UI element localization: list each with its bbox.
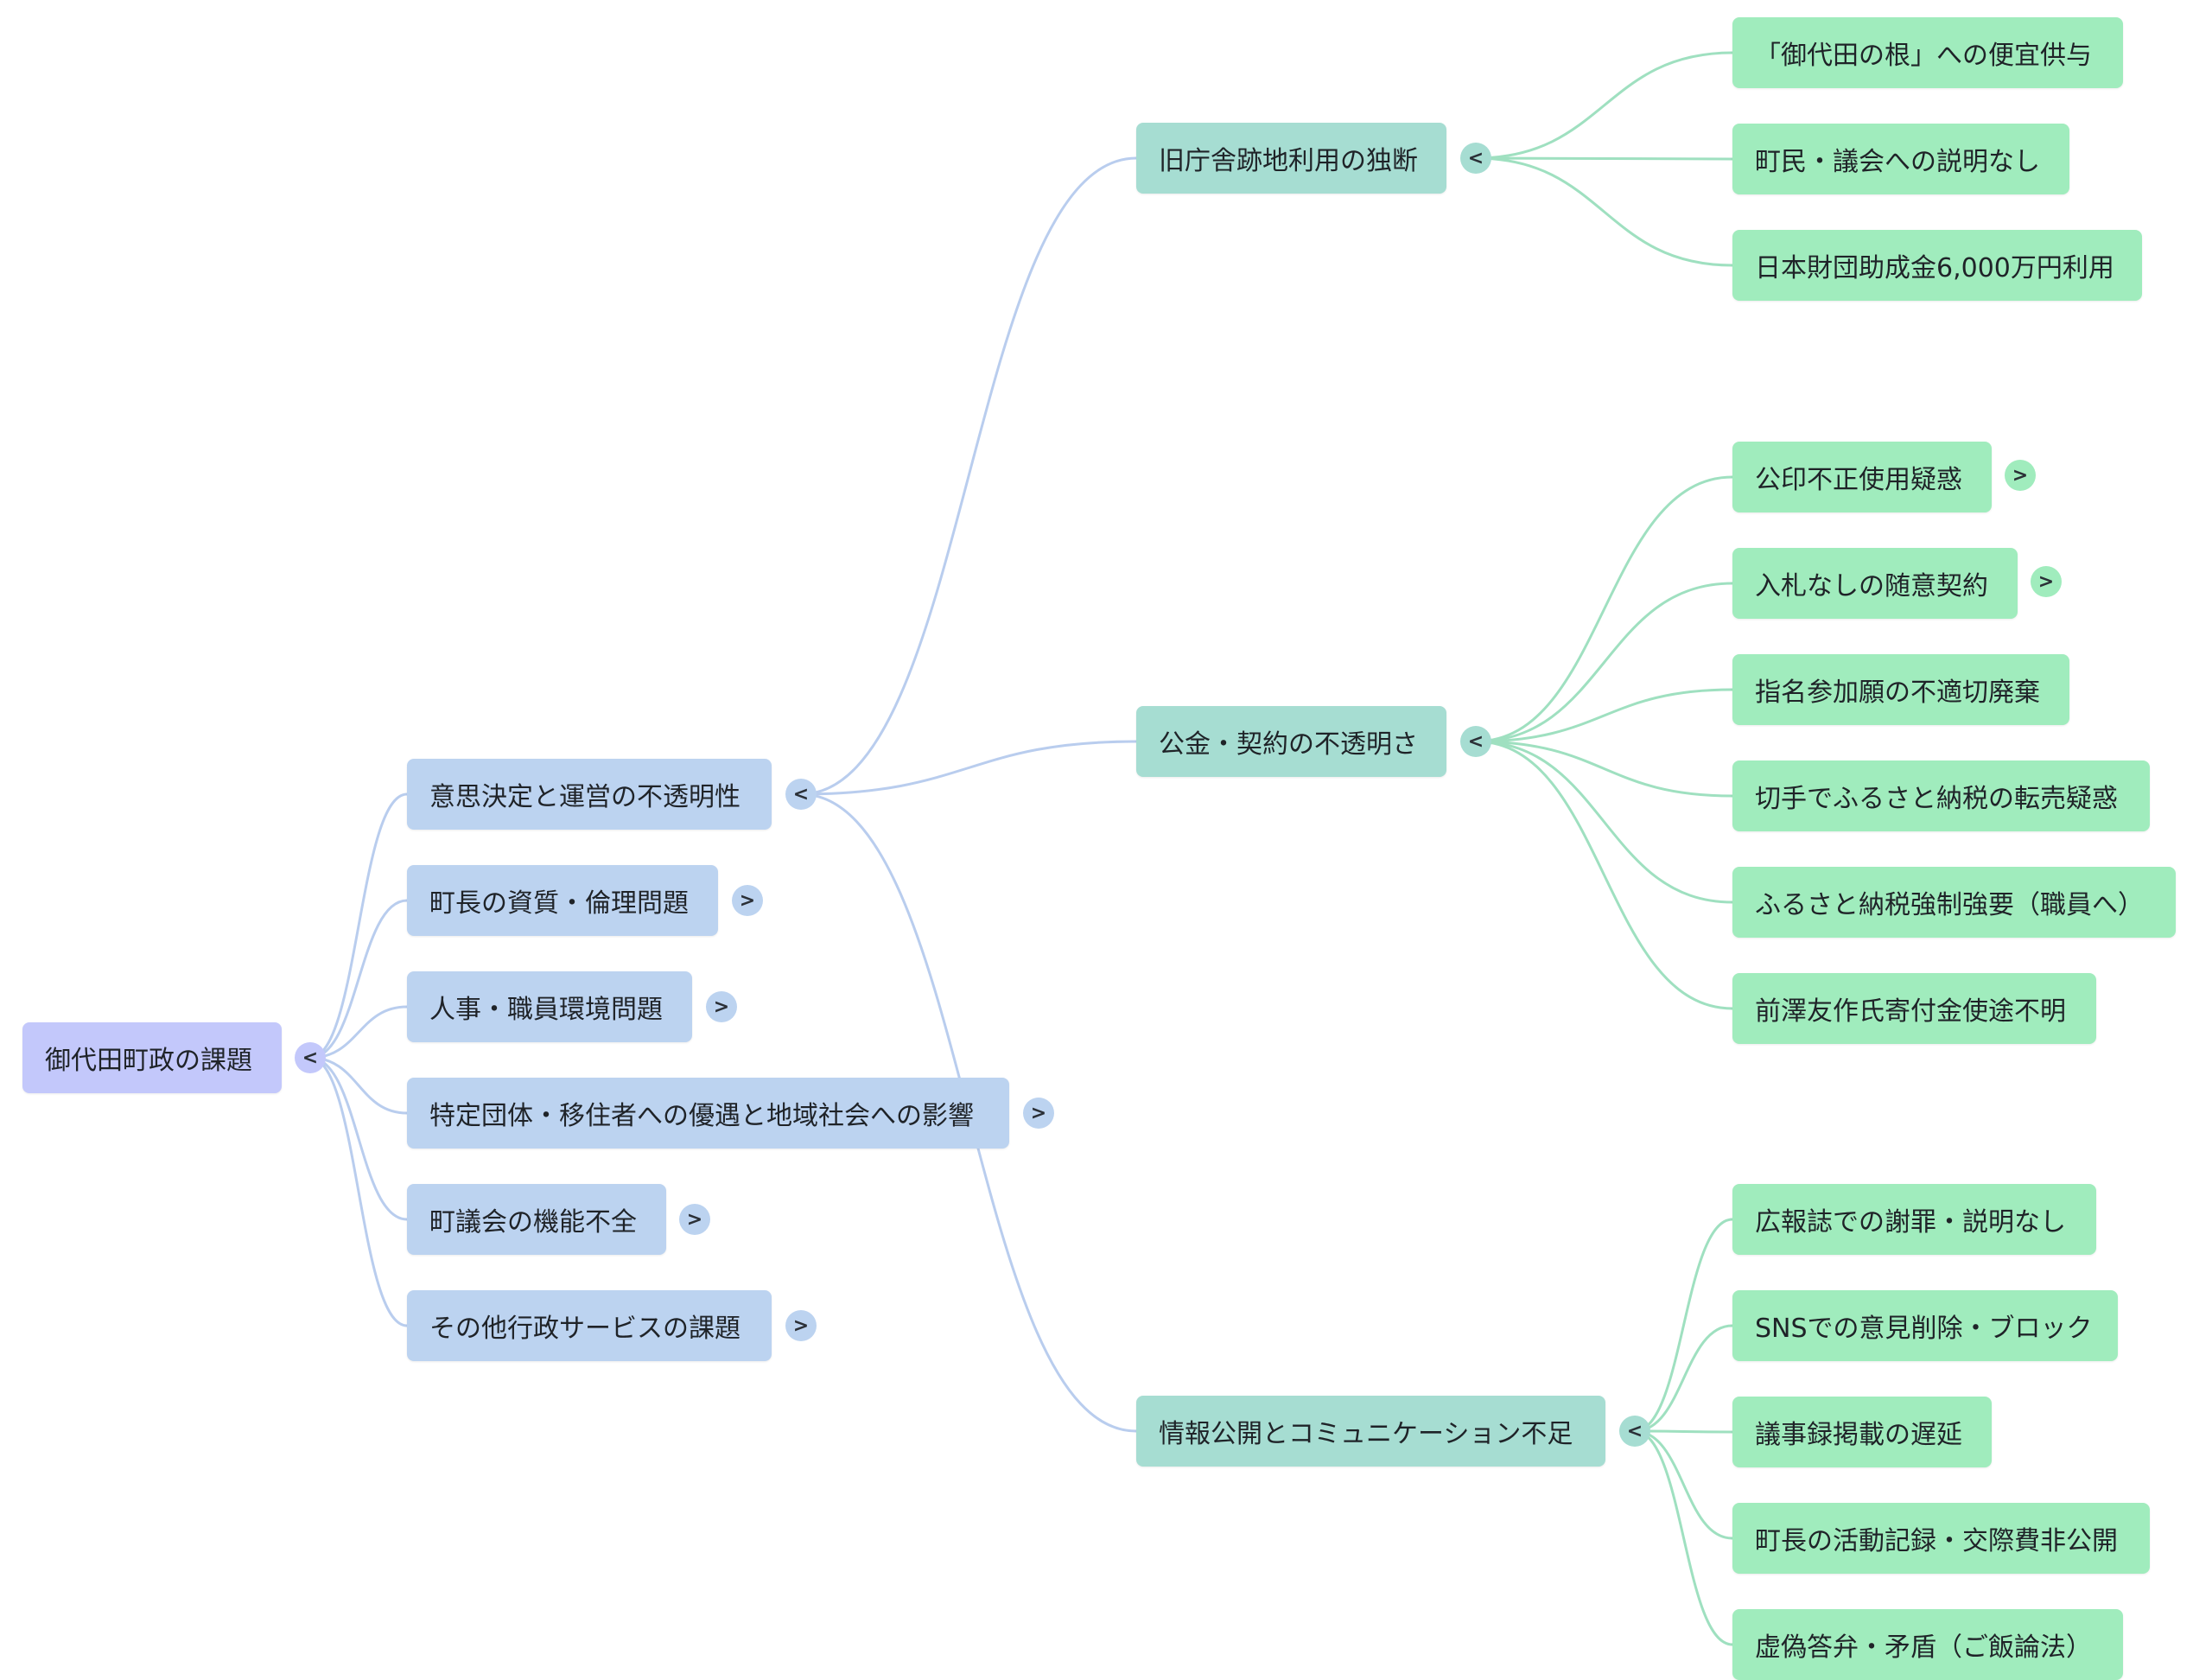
connector-line: [1475, 156, 1733, 267]
topic-preferential-treatment[interactable]: 特定団体・移住者への優遇と地域社会への影響: [407, 1078, 1009, 1149]
topic-label: 特定団体・移住者への優遇と地域社会への影響: [429, 1101, 974, 1131]
connector-line: [800, 156, 1137, 796]
connector-line: [1475, 740, 1733, 1010]
topic-transparency[interactable]: 意思決定と運営の不透明性: [407, 759, 772, 830]
leaf-node[interactable]: 入札なしの随意契約: [1732, 548, 2018, 619]
connector-line: [309, 1056, 408, 1327]
connector-line: [1475, 51, 1733, 160]
connector-line: [309, 899, 408, 1060]
leaf-label: 前澤友作氏寄付金使途不明: [1755, 996, 2066, 1027]
subtopic-old-office-site[interactable]: 旧庁舎跡地利用の独断: [1136, 123, 1446, 194]
leaf-label: 議事録掲載の遅延: [1755, 1420, 1962, 1450]
leaf-node[interactable]: 切手でふるさと納税の転売疑惑: [1732, 760, 2150, 831]
leaf-label: 入札なしの随意契約: [1755, 571, 1988, 601]
connector-line: [1475, 582, 1733, 743]
topic-town-council[interactable]: 町議会の機能不全: [407, 1184, 666, 1255]
connector-line: [1634, 1429, 1733, 1646]
subtopic-information-disclosure-collapse-toggle[interactable]: <: [1619, 1416, 1650, 1447]
topic-label: 町議会の機能不全: [429, 1207, 637, 1238]
leaf-node[interactable]: 前澤友作氏寄付金使途不明: [1732, 973, 2096, 1044]
topic-preferential-treatment-expand-toggle[interactable]: >: [1023, 1098, 1054, 1129]
leaf-label: 切手でふるさと納税の転売疑惑: [1755, 784, 2118, 814]
leaf-node[interactable]: 広報誌での謝罪・説明なし: [1732, 1184, 2096, 1255]
leaf-node[interactable]: SNSでの意見削除・ブロック: [1732, 1290, 2118, 1361]
subtopic-information-disclosure[interactable]: 情報公開とコミュニケーション不足: [1136, 1396, 1605, 1467]
topic-personnel[interactable]: 人事・職員環境問題: [407, 971, 692, 1042]
topic-personnel-expand-toggle[interactable]: >: [706, 991, 737, 1022]
root-label: 御代田町政の課題: [45, 1046, 252, 1076]
topic-other-services[interactable]: その他行政サービスの課題: [407, 1290, 772, 1361]
root-node[interactable]: 御代田町政の課題: [22, 1022, 282, 1093]
connector-line: [1475, 475, 1733, 743]
leaf-node[interactable]: 町民・議会への説明なし: [1732, 124, 2069, 194]
leaf-node[interactable]: 指名参加願の不適切廃棄: [1732, 654, 2069, 725]
leaf-node[interactable]: 議事録掲載の遅延: [1732, 1397, 1992, 1467]
topic-label: その他行政サービスの課題: [429, 1314, 741, 1344]
subtopic-public-funds-collapse-toggle[interactable]: <: [1460, 726, 1491, 757]
connector-line: [1634, 1218, 1733, 1433]
subtopic-label: 公金・契約の不透明さ: [1159, 729, 1418, 760]
leaf-node[interactable]: 日本財団助成金6,000万円利用: [1732, 230, 2142, 301]
leaf-node[interactable]: 虚偽答弁・矛盾（ご飯論法）: [1732, 1609, 2123, 1680]
connector-line: [800, 740, 1137, 796]
leaf-no-bid-contract-expand-toggle[interactable]: >: [2031, 566, 2062, 597]
connector-line: [309, 792, 408, 1060]
topic-mayor-ethics[interactable]: 町長の資質・倫理問題: [407, 865, 718, 936]
leaf-label: 広報誌での謝罪・説明なし: [1755, 1207, 2066, 1238]
subtopic-old-office-site-collapse-toggle[interactable]: <: [1460, 143, 1491, 174]
topic-other-services-expand-toggle[interactable]: >: [785, 1310, 817, 1341]
connector-line: [309, 1056, 408, 1221]
topic-label: 人事・職員環境問題: [429, 995, 663, 1025]
root-collapse-toggle[interactable]: <: [295, 1042, 326, 1073]
connector-line: [1475, 740, 1733, 798]
connector-line: [1475, 688, 1733, 743]
leaf-node[interactable]: 「御代田の根」への便宜供与: [1732, 17, 2123, 88]
leaf-label: 町長の活動記録・交際費非公開: [1755, 1526, 2118, 1556]
leaf-label: ふるさと納税強制強要（職員へ）: [1755, 890, 2144, 920]
leaf-label: SNSでの意見削除・ブロック: [1755, 1314, 2093, 1344]
topic-mayor-ethics-expand-toggle[interactable]: >: [732, 885, 763, 916]
connector-line: [1634, 1429, 1733, 1540]
topic-town-council-expand-toggle[interactable]: >: [679, 1204, 710, 1235]
leaf-node[interactable]: ふるさと納税強制強要（職員へ）: [1732, 867, 2176, 938]
leaf-label: 虚偽答弁・矛盾（ご飯論法）: [1755, 1632, 2092, 1663]
leaf-label: 日本財団助成金6,000万円利用: [1755, 253, 2114, 283]
leaf-node[interactable]: 公印不正使用疑惑: [1732, 442, 1992, 512]
leaf-label: 町民・議会への説明なし: [1755, 147, 2040, 177]
leaf-seal-misuse-expand-toggle[interactable]: >: [2005, 460, 2036, 491]
connector-line: [1634, 1324, 1733, 1433]
subtopic-public-funds[interactable]: 公金・契約の不透明さ: [1136, 706, 1446, 777]
topic-transparency-collapse-toggle[interactable]: <: [785, 779, 817, 810]
connector-line: [1475, 156, 1733, 161]
leaf-label: 公印不正使用疑惑: [1755, 465, 1962, 495]
connector-line: [1475, 740, 1733, 904]
leaf-node[interactable]: 町長の活動記録・交際費非公開: [1732, 1503, 2150, 1574]
topic-label: 意思決定と運営の不透明性: [429, 782, 741, 812]
leaf-label: 「御代田の根」への便宜供与: [1755, 41, 2092, 71]
topic-label: 町長の資質・倫理問題: [429, 888, 689, 919]
leaf-label: 指名参加願の不適切廃棄: [1755, 678, 2040, 708]
subtopic-label: 旧庁舎跡地利用の独断: [1159, 146, 1418, 176]
subtopic-label: 情報公開とコミュニケーション不足: [1159, 1419, 1573, 1449]
